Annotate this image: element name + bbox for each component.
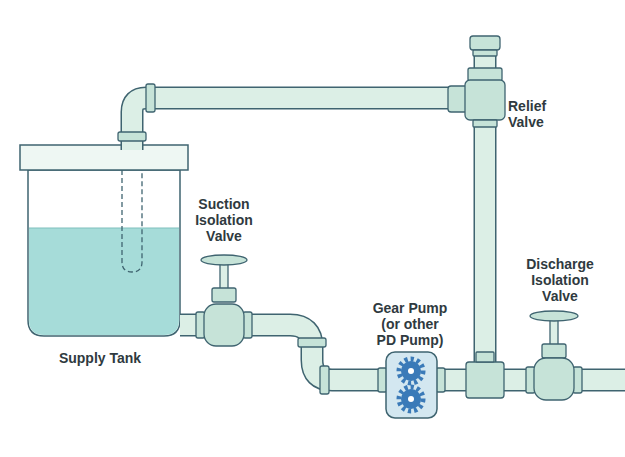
pipe-fittings: [118, 36, 505, 398]
discharge-valve: [526, 311, 582, 400]
part-label: Relief Valve: [508, 98, 572, 130]
suction-valve: [196, 255, 252, 346]
part-label: Discharge Isolation Valve: [520, 256, 600, 304]
pipes: [132, 48, 625, 380]
part-label: Gear Pump (or other PD Pump): [371, 300, 449, 348]
part-label: Suction Isolation Valve: [184, 196, 264, 244]
gear-pump: [378, 352, 445, 418]
part-label: Supply Tank: [40, 350, 160, 366]
supply-tank: [20, 145, 188, 336]
